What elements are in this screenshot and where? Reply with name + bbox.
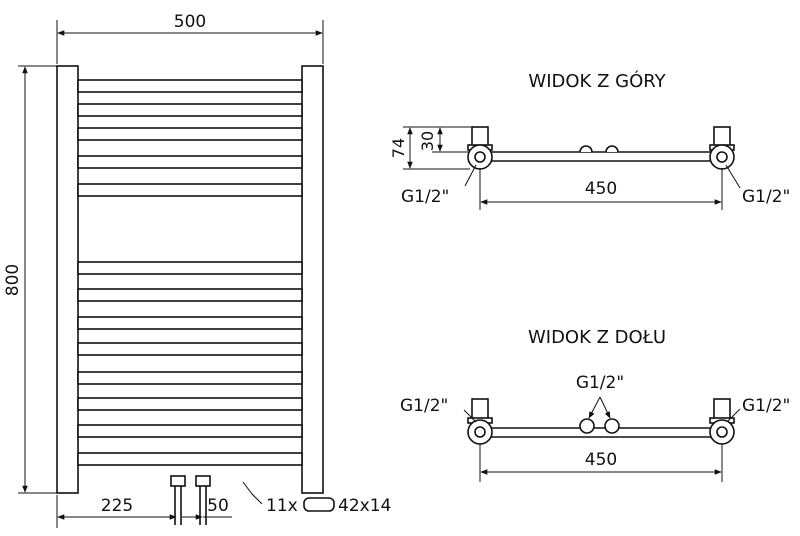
tube-rung-11 <box>77 397 303 411</box>
top-offset-label: 30 <box>418 131 437 151</box>
tube-rung-13 <box>77 452 303 466</box>
bottom-spacing-label: 450 <box>585 450 617 470</box>
bottom-view: WIDOK Z DOŁU G1/2" G1/2" G1/2" 450 <box>400 327 790 482</box>
right-thread-leader <box>727 408 741 422</box>
left-column <box>56 65 79 494</box>
right-thread-label: G1/2" <box>742 396 790 416</box>
bottom-connectors <box>170 475 211 525</box>
spacing-label: 50 <box>207 496 229 516</box>
center-thread-leader <box>599 396 611 419</box>
tube-rung-1 <box>77 79 303 93</box>
width-label: 500 <box>174 12 206 32</box>
tube-callout-leader <box>242 481 263 505</box>
right-valve <box>713 398 731 420</box>
right-valve <box>713 126 731 148</box>
top-view: WIDOK Z GÓRY 74 30 450 G1/2" G1 <box>389 70 790 210</box>
tube-rung-9 <box>77 342 303 356</box>
tube-size-label: 42x14 <box>338 496 391 516</box>
top-view-title: WIDOK Z GÓRY <box>528 70 666 92</box>
tube-rung-6 <box>77 261 303 275</box>
left-thread-label: G1/2" <box>400 396 448 416</box>
left-thread-leader <box>464 164 477 187</box>
depth-label: 74 <box>389 138 408 158</box>
tube-rung-3 <box>77 127 303 141</box>
center-connector-right <box>604 418 620 434</box>
tube-rungs <box>77 79 303 466</box>
tube-rung-4 <box>77 155 303 169</box>
top-spacing-label: 450 <box>585 179 617 199</box>
right-thread-label: G1/2" <box>742 187 790 207</box>
tube-rung-8 <box>77 316 303 330</box>
tube-rung-2 <box>77 103 303 117</box>
center-thread-label: G1/2" <box>576 373 624 393</box>
left-thread-label: G1/2" <box>401 187 449 207</box>
right-column <box>301 65 324 494</box>
center-thread-leader <box>588 396 601 419</box>
tube-rung-10 <box>77 371 303 385</box>
tubes-count-label: 11x <box>266 496 298 516</box>
tube-rung-12 <box>77 424 303 438</box>
center-connector-left <box>579 418 595 434</box>
offset-label: 225 <box>101 496 133 516</box>
height-label: 800 <box>3 264 23 296</box>
tube-profile-icon <box>303 497 335 512</box>
left-valve <box>471 126 489 148</box>
front-view: 500 800 225 50 11x 42x14 <box>3 12 391 528</box>
tube-rung-7 <box>77 288 303 302</box>
right-thread-leader <box>725 164 741 189</box>
left-thread-leader <box>463 409 477 423</box>
left-valve <box>471 398 489 420</box>
bottom-view-title: WIDOK Z DOŁU <box>528 327 666 348</box>
tube-rung-5 <box>77 183 303 197</box>
